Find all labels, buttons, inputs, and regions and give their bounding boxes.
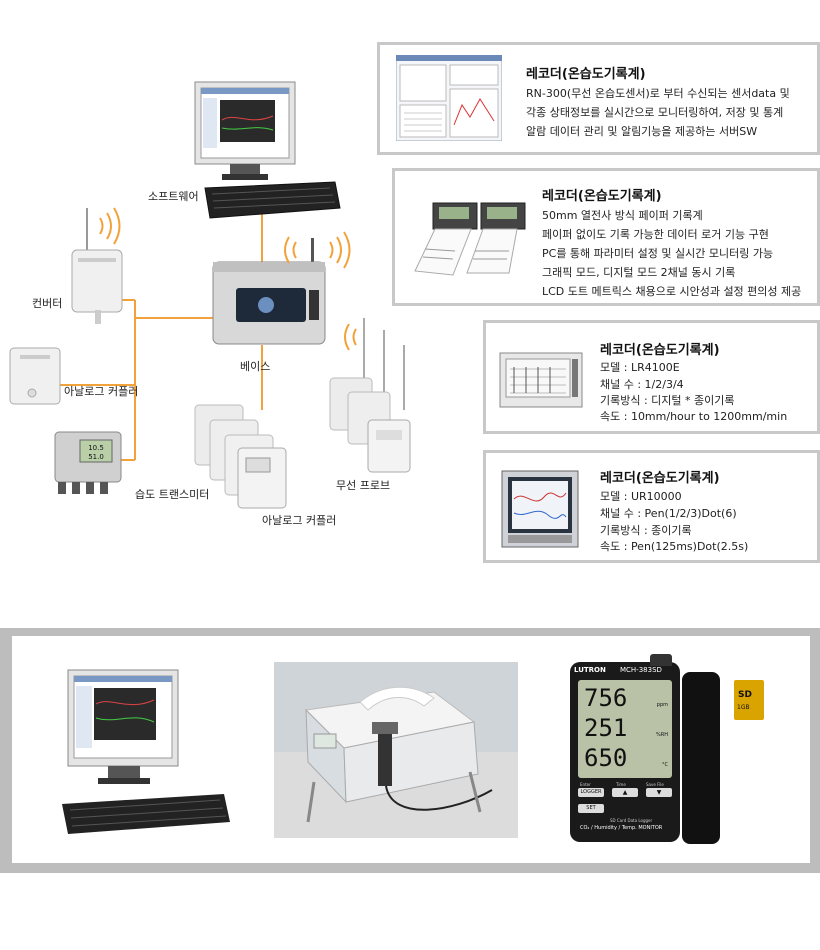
meter-btn-caption-enter: Enter [580,782,591,787]
recorder-card-ur10000: 레코더(온습도기록계) 모델 : UR10000 채널 수 : Pen(1/2/… [483,450,820,563]
card-line: 페이퍼 없이도 기록 가능한 데이터 로거 기능 구현 [542,228,769,241]
meter-caption-2: CO₂ / Humidity / Temp. MONITOR [580,825,663,831]
paper-recorder-image [414,202,526,276]
analog-coupler-left-icon [9,347,61,405]
card-line: RN-300(무선 온습도센서)로 부터 수신되는 센서data 및 [526,87,790,100]
wireless-probe-icon [329,318,411,473]
software-screenshot-image [396,55,502,141]
card-title: 레코더(온습도기록계) [542,189,662,204]
meter-probe-sleeve [682,672,720,844]
meter-model: MCH-383SD [620,666,662,674]
analog-coupler-bottom-icon [194,404,287,509]
network-diagram: 10.5 51.0 [9,81,411,509]
converter-signal-icon [99,207,121,245]
meter-reading-temp: 650 [584,744,628,772]
probe-signal-icon [344,323,357,351]
card-line: 각종 상태정보를 실시간으로 모니터링하여, 저장 및 통계 [526,106,784,119]
meter-lcd: 756 ppm 251 %RH 650 °C [578,680,672,778]
product-strip: LUTRON MCH-383SD 756 ppm 251 %RH 650 °C … [12,636,810,863]
card-line: 알람 데이터 관리 및 알림기능을 제공하는 서버SW [526,125,758,138]
sd-card-capacity: 1GB [737,704,750,711]
card-title: 레코더(온습도기록계) [600,471,720,486]
label-analog-coupler-left: 아날로그 커플러 [64,385,139,398]
recorder-card-server-sw: 레코더(온습도기록계) RN-300(무선 온습도센서)로 부터 수신되는 센서… [377,42,820,155]
label-converter: 컨버터 [32,297,63,310]
card-line: 모델 : UR10000 [600,490,682,503]
meter-set-button[interactable]: SET [578,804,604,813]
meter-btn-caption-save: Save File [646,782,664,787]
label-analog-coupler-bottom: 아날로그 커플러 [262,514,337,527]
sd-card-icon: SD 1GB [734,680,764,720]
co2-humidity-meter: LUTRON MCH-383SD 756 ppm 251 %RH 650 °C … [570,662,680,842]
label-base: 베이스 [240,360,271,373]
meter-sensor-cap [650,654,672,666]
recorder-with-probe-image [274,662,518,838]
humidity-transmitter-icon: 10.5 51.0 [54,431,122,494]
meter-caption-1: SD Card Data Logger [610,818,653,823]
card-line: 속도 : Pen(125ms)Dot(2.5s) [600,540,749,553]
meter-btn-caption-time: Time [616,782,626,787]
meter-brand: LUTRON [574,666,606,674]
transmitter-display-bottom: 51.0 [88,453,104,461]
card-title: 레코더(온습도기록계) [526,67,646,82]
card-line: LCD 도트 메트릭스 채용으로 시안성과 설정 편의성 제공 [542,285,802,298]
keyboard-icon [204,181,341,219]
base-station-icon [212,238,326,345]
meter-unit-humidity: %RH [656,732,668,738]
card-line: 그래픽 모드, 디지털 모드 2채널 동시 기록 [542,266,736,279]
sd-card-label: SD [738,690,752,700]
recorder-card-lr4100e: 레코더(온습도기록계) 모델 : LR4100E 채널 수 : 1/2/3/4 … [483,320,820,434]
card-line: 50mm 열전사 방식 페이퍼 기록계 [542,209,703,222]
card-line: 채널 수 : Pen(1/2/3)Dot(6) [600,507,737,520]
meter-unit-co2: ppm [656,702,668,708]
connector-lines [60,212,263,461]
software-monitor-icon [194,81,296,180]
card-line: 채널 수 : 1/2/3/4 [600,378,684,391]
card-line: PC를 통해 파라미터 설정 및 실시간 모니터링 가능 [542,247,774,260]
ur10000-image [501,470,579,548]
card-title: 레코더(온습도기록계) [600,343,720,358]
label-wireless-probe: 무선 프로브 [336,479,391,492]
converter-icon [71,208,123,324]
product-strip-frame: LUTRON MCH-383SD 756 ppm 251 %RH 650 °C … [0,628,820,873]
meter-reading-humidity: 251 [584,714,628,742]
computer-product-image [62,669,230,834]
card-line: 속도 : 10mm/hour to 1200mm/min [600,410,788,423]
meter-unit-temp: °C [662,762,668,768]
card-line: 기록방식 : 종이기록 [600,524,692,537]
label-software: 소프트웨어 [148,190,199,203]
recorder-card-paper-recorder: 레코더(온습도기록계) 50mm 열전사 방식 페이퍼 기록계 페이퍼 없이도 … [392,168,820,306]
base-signal-icon [284,231,351,269]
meter-down-button[interactable]: ▼ [646,788,672,797]
label-humidity-transmitter: 습도 트랜스미터 [135,488,210,501]
meter-logger-button[interactable]: LOGGER [578,788,604,797]
meter-up-button[interactable]: ▲ [612,788,638,797]
transmitter-display-top: 10.5 [88,444,104,452]
meter-reading-co2: 756 [584,684,628,712]
card-line: 모델 : LR4100E [600,361,680,374]
lr4100e-image [499,352,583,408]
card-line: 기록방식 : 디지털 * 종이기록 [600,394,735,407]
